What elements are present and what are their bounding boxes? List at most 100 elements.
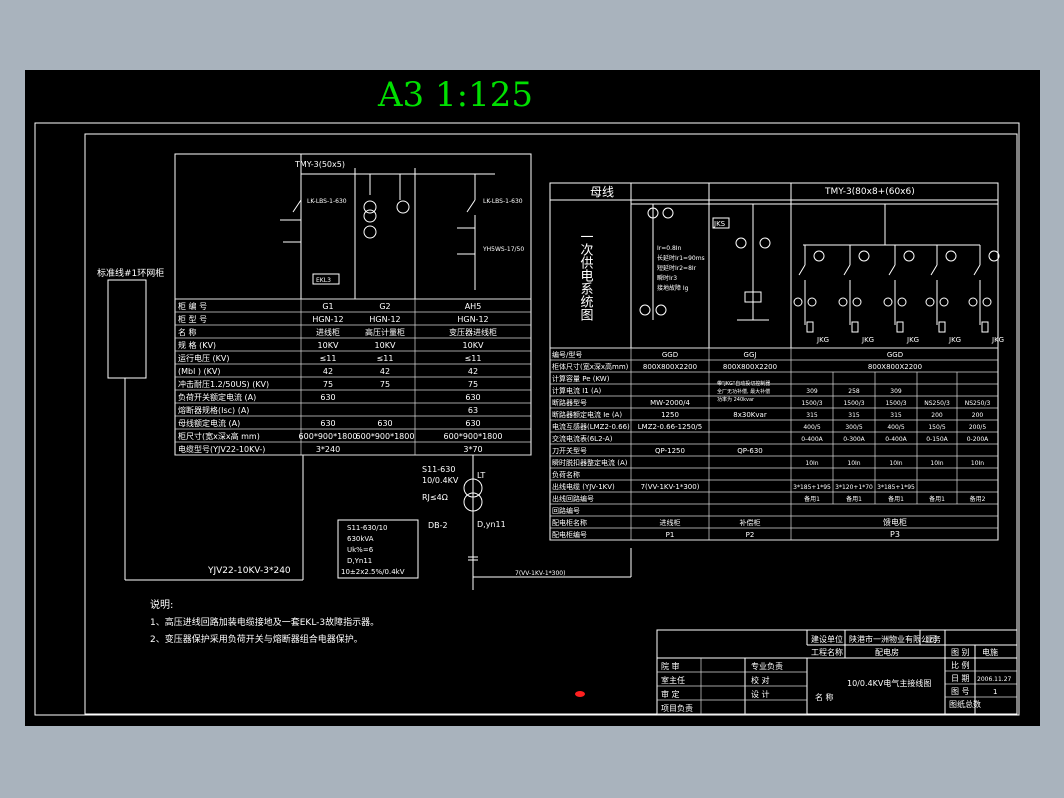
lv-p3-cell: 0-200A	[967, 436, 989, 443]
hv-row-label: 规 格 (KV)	[178, 340, 216, 350]
lv-busbar-spec: TMY-3(80x8+(60x6)	[824, 187, 915, 197]
transformer-section: S11-630 10/0.4KV LT RJ≤4Ω DB-2 D,yn11 S1…	[337, 465, 632, 590]
lv-p3-cell: 备用1	[846, 495, 862, 503]
tx-spec-box	[337, 519, 419, 579]
lv-p2-cell: 补偿柜	[740, 518, 761, 527]
lv-section: 母线 TMY-3(80x8+(60x6) 一次供电系统图 Ir=0.8In长延时…	[549, 182, 1004, 541]
hv-cell: 10KV	[318, 341, 339, 350]
tx-label-2: 10/0.4KV	[422, 476, 459, 485]
switch-label-ah5: LK-LBS-1-630	[483, 198, 523, 205]
tb-date-value: 2006.11.27	[977, 676, 1012, 683]
comp-note: 功率为 240kvar	[717, 396, 755, 403]
hv-cell: 630	[465, 393, 480, 402]
tx-label-1: S11-630	[422, 465, 455, 474]
tb-role: 院 审	[661, 661, 680, 671]
ammeter-icon	[858, 250, 870, 262]
hv-cell: 3*240	[316, 445, 340, 454]
tb-project-label: 工程名称	[811, 647, 843, 657]
lv-p3-cell: 258	[848, 388, 860, 395]
hv-cable-label: YJV22-10KV-3*240	[207, 566, 291, 576]
comp-note: 全厂无功补偿, 最大补偿	[717, 388, 770, 395]
lv-p1-cell: 800X800X2200	[643, 363, 697, 371]
breaker-note: 短延时Ir2=8Ir	[657, 264, 697, 272]
tb-role: 专业负责	[751, 661, 783, 671]
jks-box	[712, 217, 730, 229]
lv-row-label: 刀开关型号	[552, 446, 587, 455]
lv-p3-cell: 309	[890, 388, 902, 395]
lv-row-label: 配电柜名称	[552, 518, 587, 527]
hv-cell: 600*900*1800	[299, 432, 358, 441]
lv-p3-cell: 10In	[930, 460, 943, 467]
jkg-label: JKG	[991, 336, 1004, 344]
notes-heading: 说明:	[150, 598, 173, 611]
fuse-label: YH5WS-17/50	[482, 246, 524, 253]
tb-company-label: 建设单位	[811, 634, 843, 644]
lv-p3-cell: NS250/3	[924, 400, 950, 407]
lv-p3-cell: 10In	[847, 460, 860, 467]
tx-spec-lines: S11-630/10630kVAUk%=6D,Yn1110±2x2.5%/0.4…	[341, 524, 405, 576]
ammeter-icon	[945, 250, 957, 262]
lv-p3-cell: 3*185+1*95	[877, 484, 915, 491]
lv-p1-cell: 进线柜	[660, 518, 681, 527]
lv-p3-cell: 400/5	[887, 424, 904, 431]
tb-drawing-name: 10/0.4KV电气主接线图	[847, 678, 931, 688]
hv-row-label: (Mbl ) (KV)	[178, 367, 221, 376]
ekl-label: EKL3	[316, 277, 331, 284]
comp-cap: 8x30Kvar	[733, 411, 767, 419]
lv-p3-cell: 备用1	[804, 495, 820, 503]
tx-spec-line: S11-630/10	[347, 524, 388, 532]
ammeter-icon	[813, 250, 825, 262]
hv-cell: G2	[379, 302, 390, 311]
lv-p2-cell: GGJ	[744, 351, 757, 359]
jks-label: JKS	[713, 220, 726, 228]
lv-schematic-box	[549, 182, 999, 349]
tb-scale-label: 比 例	[951, 660, 970, 670]
lv-p1-cell: P1	[666, 531, 675, 539]
hv-cell: 75	[380, 380, 390, 389]
tx-spec-line: 630kVA	[347, 535, 374, 543]
tb-date-label: 日 期	[951, 674, 970, 683]
tx-rj: RJ≤4Ω	[422, 493, 448, 502]
drawing-frame	[34, 122, 1020, 716]
hv-cell: 630	[320, 419, 335, 428]
lv-p3-code: P3	[890, 530, 900, 539]
lv-p3-cell: 200	[931, 412, 943, 419]
breaker-note: Ir=0.8In	[657, 245, 682, 252]
ekl-box	[312, 273, 340, 285]
lv-p3-cell: 3*185+1*95	[793, 484, 831, 491]
lv-row-label: 断路器型号	[552, 398, 587, 407]
lv-p3-cell: NS250/3	[965, 400, 991, 407]
hv-cell: 高压计量柜	[365, 327, 405, 337]
hv-cell: 10KV	[375, 341, 396, 350]
note-2: 2、变压器保护采用负荷开关与熔断器组合电器保护。	[150, 633, 363, 645]
lv-p3-cell: 10In	[889, 460, 902, 467]
lv-p3-cell: 315	[806, 412, 818, 419]
ammeter-icon	[988, 250, 1000, 262]
breaker-note: 瞬时Ir3	[657, 274, 677, 282]
hv-cell: 10KV	[463, 341, 484, 350]
lv-p3-cell: 315	[890, 412, 902, 419]
lv-p1-cell: QP-1250	[655, 447, 685, 455]
tb-role: 审 定	[661, 689, 680, 699]
hv-row-label: 负荷开关额定电流 (A)	[178, 392, 256, 402]
lv-row-label: 回路编号	[552, 506, 580, 515]
note-1: 1、高压进线回路加装电缆接地及一套EKL-3故障指示器。	[150, 616, 379, 628]
lv-p3-type: GGD	[887, 351, 903, 359]
lv-row-label: 计算容量 Pe (KW)	[552, 374, 610, 383]
lv-p3-cell: 1500/3	[885, 400, 906, 407]
lv-p2-cell: 800X800X2200	[723, 363, 777, 371]
jkg-label: JKG	[861, 336, 874, 344]
hv-row-label: 冲击耐压1.2/50US) (KV)	[178, 379, 269, 389]
hv-cell: 630	[377, 419, 392, 428]
hv-row-label: 柜尺寸(宽x深x高 mm)	[178, 431, 260, 441]
tb-cat-value: 电施	[982, 647, 998, 657]
lv-p3-cell: 315	[848, 412, 860, 419]
red-marker	[575, 691, 585, 697]
lv-p3-cell: 309	[806, 388, 818, 395]
lv-p3-cell: 1500/3	[801, 400, 822, 407]
lv-row-label: 负荷名称	[552, 470, 580, 479]
lv-p3-cell: 10In	[971, 460, 984, 467]
jkg-label: JKG	[816, 336, 829, 344]
